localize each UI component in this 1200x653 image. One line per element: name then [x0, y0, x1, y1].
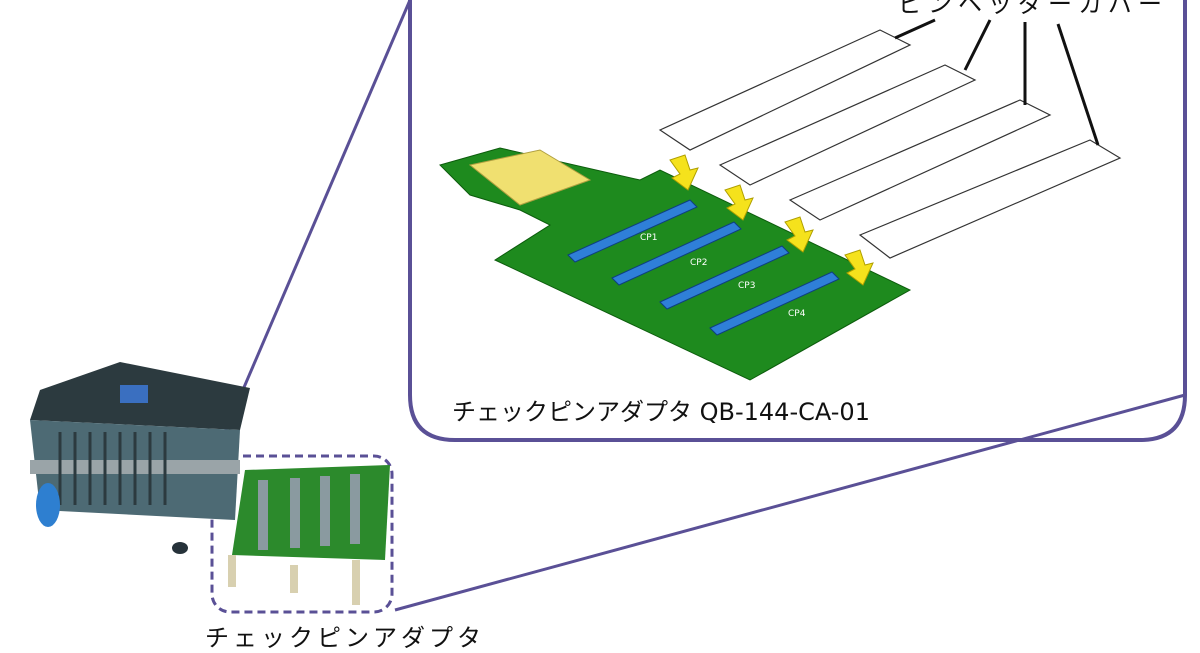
cp1-label: CP1	[640, 233, 657, 243]
arrow-icon	[784, 216, 814, 253]
emulator-device	[30, 362, 250, 554]
connector-cp4	[709, 271, 840, 336]
arrow-icon	[669, 154, 699, 191]
connectors	[567, 199, 840, 336]
pin-header-covers	[658, 29, 1122, 259]
cp4-label: CP4	[788, 309, 806, 319]
adapter-photo	[228, 465, 390, 605]
adapter-model-label: チェックピンアダプタ QB-144-CA-01	[452, 398, 870, 426]
adapter-highlight-box	[210, 454, 394, 614]
callout-line-bottom	[394, 393, 1186, 612]
connector-cp3	[659, 245, 790, 310]
adapter-photo-label: チェックピンアダプタ	[205, 624, 485, 652]
cp2-label: CP2	[690, 258, 707, 268]
arrows	[669, 154, 874, 286]
connector-cp2	[611, 221, 742, 286]
pin-header-cover-label: ピンヘッダーカバー	[898, 0, 1168, 18]
connector-cp1	[567, 199, 698, 263]
arrow-icon	[724, 184, 754, 221]
cp3-label: CP3	[738, 281, 755, 291]
arrow-icon	[844, 249, 874, 286]
diagram: CP1 CP2 CP3 CP4	[30, 0, 1187, 614]
checkpin-adapter-board	[439, 147, 912, 381]
callout-line-top	[213, 0, 412, 456]
callout-frame	[408, 0, 1187, 442]
